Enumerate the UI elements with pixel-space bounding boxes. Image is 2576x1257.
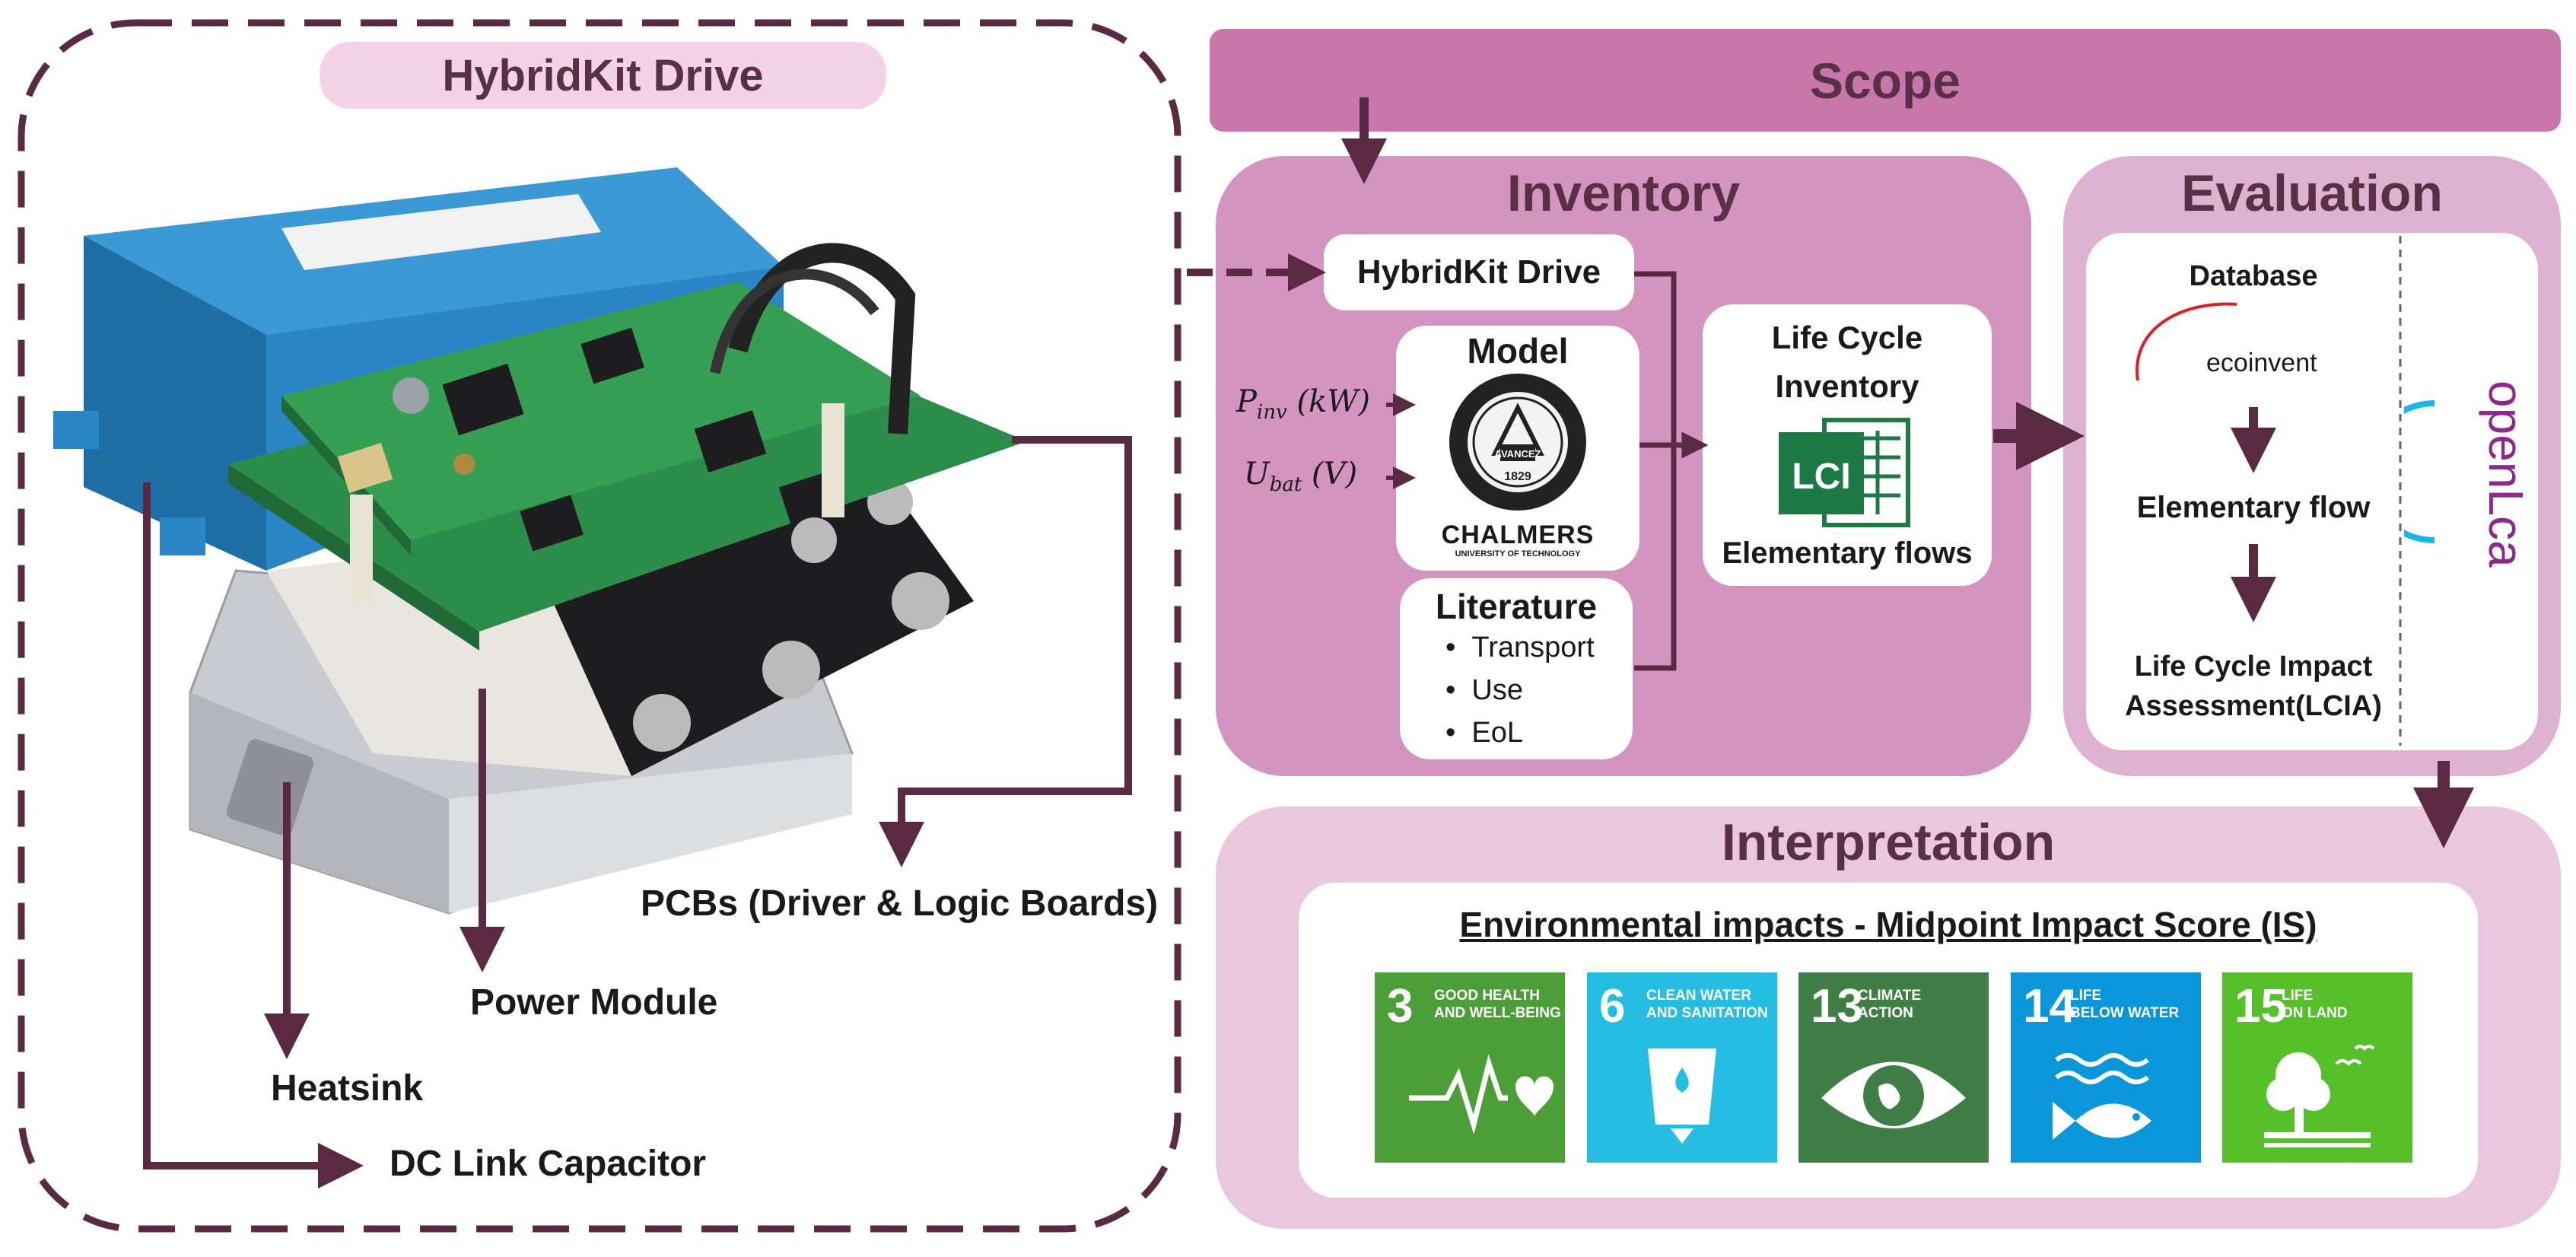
lcia-label: Life Cycle Impact Assessment(LCIA): [2125, 651, 2382, 722]
fish-icon: [2053, 1053, 2151, 1140]
elementary-flow-label: Elementary flow: [2136, 491, 2371, 524]
literature-title: Literature: [1435, 587, 1598, 626]
inventory-title: Inventory: [1506, 164, 1741, 222]
scope-title: Scope: [1809, 52, 1961, 109]
component-callout-arrows: [143, 436, 1132, 1189]
database-label: Database: [2189, 260, 2318, 292]
svg-text:ecoinvent: ecoinvent: [2206, 348, 2317, 377]
hybridkit-hardware-illustration: [53, 167, 1027, 915]
svg-text:1829: 1829: [1504, 470, 1531, 483]
literature-item: • Use: [1445, 674, 1523, 706]
interpretation-subtitle: Environmental impacts - Midpoint Impact …: [1459, 905, 2317, 944]
heartbeat-icon: [1409, 1054, 1554, 1135]
evaluation-title: Evaluation: [2181, 164, 2443, 222]
literature-item: • Transport: [1445, 632, 1595, 664]
sdg-3-tile: 3 GOOD HEALTH AND WELL-BEING: [1375, 972, 1565, 1163]
interpretation-title: Interpretation: [1721, 813, 2056, 871]
hybridkit-drive-box: HybridKit Drive: [1324, 234, 1634, 310]
lci-title: Life Cycle Inventory: [1771, 320, 1923, 404]
chalmers-subtitle: UNIVERSITY OF TECHNOLOGY: [1455, 549, 1581, 558]
openlca-logo: openLca: [2404, 380, 2533, 568]
literature-item: • EoL: [1445, 717, 1524, 749]
ecoinvent-logo: ecoinvent: [2136, 302, 2317, 381]
model-title: Model: [1467, 331, 1569, 371]
scope-bar: Scope: [1210, 29, 2561, 132]
water-cup-icon: [1648, 1049, 1716, 1144]
chalmers-wordmark: CHALMERS: [1441, 520, 1595, 549]
sdg-15-tile: 15 LIFE ON LAND: [2222, 972, 2412, 1163]
chalmers-seal-icon: AVANCEZ 1829: [1449, 374, 1586, 511]
pcbs-label: PCBs (Driver & Logic Boards): [641, 883, 1159, 924]
dc-link-capacitor-label: DC Link Capacitor: [390, 1144, 707, 1184]
power-module-label: Power Module: [470, 982, 718, 1023]
lci-caption: Elementary flows: [1722, 536, 1973, 570]
sdg-13-tile: 13 CLIMATE ACTION: [1798, 972, 1989, 1163]
sdg-6-tile: 6 CLEAN WATER AND SANITATION: [1587, 972, 1777, 1163]
evaluation-divider: [2399, 236, 2402, 746]
literature-box: Literature • Transport • Use • EoL: [1400, 578, 1633, 759]
eye-globe-icon: [1821, 1061, 1966, 1128]
model-box: Model AVANCEZ 1829 CHALMERS UNIVERSITY O…: [1396, 326, 1639, 571]
flow-arrows: [1187, 97, 2474, 848]
tree-icon: [2264, 1045, 2375, 1147]
left-panel-title: HybridKit Drive: [320, 42, 886, 109]
svg-text:openLca: openLca: [2479, 380, 2533, 568]
input-p-inv: Pinv (kW): [1236, 384, 1370, 424]
svg-text:LCI: LCI: [1792, 457, 1850, 497]
svg-text:AVANCEZ: AVANCEZ: [1495, 448, 1541, 460]
sdg-14-tile: 14 LIFE BELOW WATER: [2011, 972, 2201, 1163]
input-u-bat: Ubat (V): [1244, 457, 1358, 496]
heatsink-label: Heatsink: [271, 1068, 424, 1109]
evaluation-inner-box: [2086, 233, 2538, 750]
hybridkit-drive-label: HybridKit Drive: [1356, 253, 1601, 291]
lci-box: Life Cycle Inventory LCI Elementary flow…: [1703, 304, 1992, 586]
lci-spreadsheet-icon: LCI: [1779, 418, 1910, 527]
left-panel-border: [17, 19, 1181, 1233]
